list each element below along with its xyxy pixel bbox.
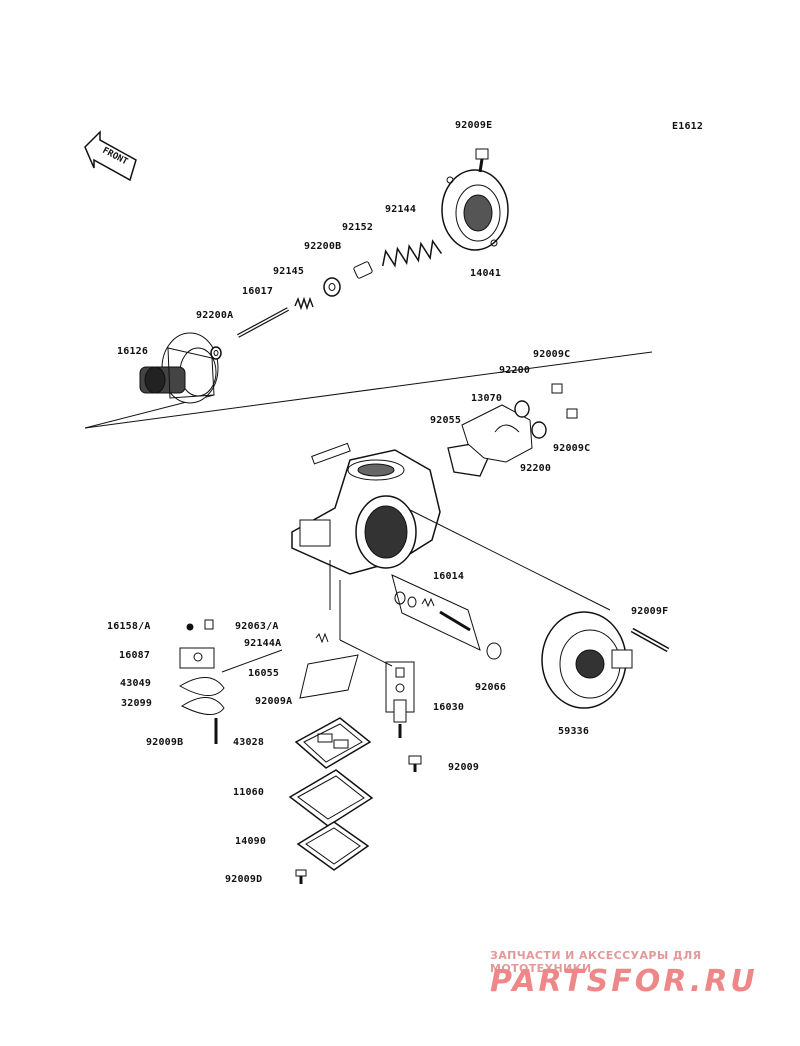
part-14041-shape	[441, 169, 509, 251]
label-16158A: 16158/A	[107, 621, 151, 632]
label-92066: 92066	[475, 682, 507, 693]
label-92009D: 92009D	[225, 874, 263, 885]
label-92145: 92145	[273, 266, 305, 277]
label-92144: 92144	[385, 204, 417, 215]
carburetor-body-shape	[291, 442, 441, 575]
label-92009E: 92009E	[455, 120, 493, 131]
label-92009: 92009	[448, 762, 480, 773]
diagram-code: E1612	[672, 121, 704, 132]
label-16014: 16014	[433, 571, 465, 582]
label-16055: 16055	[248, 668, 280, 679]
label-92152: 92152	[342, 222, 374, 233]
part-16126-shape	[139, 332, 219, 404]
front-arrow-icon	[84, 130, 137, 182]
label-92200-top: 92200	[499, 365, 531, 376]
label-14090: 14090	[235, 836, 267, 847]
label-32099: 32099	[121, 698, 153, 709]
part-59336-shape	[541, 611, 633, 709]
label-11060: 11060	[233, 787, 265, 798]
label-59336: 59336	[558, 726, 590, 737]
watermark-logo: PARTSFOR.RU	[490, 964, 758, 999]
label-92055: 92055	[430, 415, 462, 426]
label-16087: 16087	[119, 650, 151, 661]
label-92144A: 92144A	[244, 638, 282, 649]
label-16126: 16126	[117, 346, 149, 357]
label-92009C-top: 92009C	[533, 349, 571, 360]
label-92009F: 92009F	[631, 606, 669, 617]
label-43028: 43028	[233, 737, 265, 748]
label-92009C-bottom: 92009C	[553, 443, 591, 454]
watermark-tagline: ЗАПЧАСТИ И АКСЕССУАРЫ ДЛЯ МОТОТЕХНИКИ	[490, 949, 702, 975]
part-43028-shape	[294, 717, 372, 769]
label-92009B: 92009B	[146, 737, 184, 748]
label-14041: 14041	[470, 268, 502, 279]
label-16030: 16030	[433, 702, 465, 713]
label-43049: 43049	[120, 678, 152, 689]
label-92009A: 92009A	[255, 696, 293, 707]
label-92200-bottom: 92200	[520, 463, 552, 474]
label-13070: 13070	[471, 393, 503, 404]
label-92200B: 92200B	[304, 241, 342, 252]
label-16017: 16017	[242, 286, 274, 297]
label-92063A: 92063/A	[235, 621, 279, 632]
label-92200A: 92200A	[196, 310, 234, 321]
